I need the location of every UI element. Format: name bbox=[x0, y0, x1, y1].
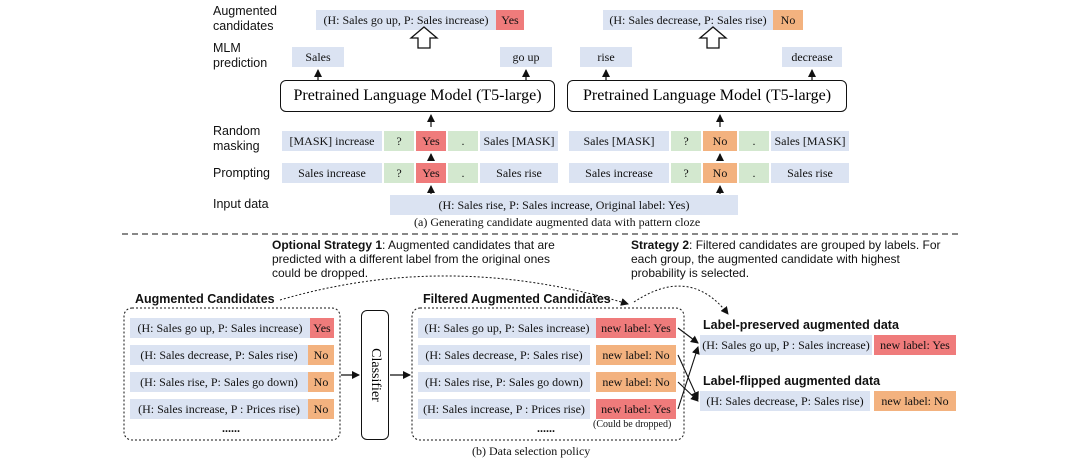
label-flipped-label: new label: No bbox=[874, 391, 956, 411]
augmented-ellipsis: ...... bbox=[222, 421, 240, 435]
panel-b-caption: (b) Data selection policy bbox=[472, 444, 591, 458]
right-mask-dot: . bbox=[739, 131, 769, 151]
row-label-random-masking: Random masking bbox=[213, 124, 261, 153]
left-candidate-label: Yes bbox=[496, 10, 524, 30]
left-mlm-prediction-1: Sales bbox=[292, 47, 344, 67]
optional-strategy-1: Optional Strategy 1: Augmented candidate… bbox=[272, 238, 572, 280]
right-prompt-question: ? bbox=[671, 163, 701, 183]
filtered-label-3: new label: No bbox=[596, 372, 676, 392]
right-pretrained-language-model: Pretrained Language Model (T5-large) bbox=[567, 80, 847, 112]
filtered-candidates-title: Filtered Augmented Candidates bbox=[423, 292, 611, 306]
left-mask-dot: . bbox=[448, 131, 478, 151]
filtered-ellipsis: ...... bbox=[537, 421, 555, 435]
label-preserved-candidate: (H: Sales go up, P : Sales increase) bbox=[700, 335, 872, 355]
could-be-dropped-note: (Could be dropped) bbox=[593, 419, 672, 430]
left-prompt-segment-2: Sales rise bbox=[480, 163, 558, 183]
arrow-no-3-flipped bbox=[677, 381, 699, 402]
strategy-2: Strategy 2: Filtered candidates are grou… bbox=[631, 238, 941, 280]
strategy-1-title: Optional Strategy 1 bbox=[272, 238, 383, 252]
row-label-input-data: Input data bbox=[213, 197, 269, 211]
filtered-label-1: new label: Yes bbox=[596, 318, 676, 338]
strategy-1-text: : Augmented candidates that are predicte… bbox=[272, 238, 555, 280]
filtered-label-2: new label: No bbox=[596, 345, 676, 365]
left-mask-segment-1: [MASK] increase bbox=[282, 131, 382, 151]
augmented-candidates-container bbox=[123, 307, 341, 441]
left-prompt-dot: . bbox=[448, 163, 478, 183]
augmented-candidate-4: (H: Sales increase, P : Prices rise) bbox=[130, 399, 308, 419]
left-hollow-up-arrow bbox=[409, 26, 439, 49]
right-mask-segment-1: Sales [MASK] bbox=[569, 131, 669, 151]
right-candidate-label: No bbox=[773, 10, 803, 30]
left-augmented-candidate: (H: Sales go up, P: Sales increase) bbox=[316, 10, 496, 30]
arrow-yes-1-preserved bbox=[677, 327, 699, 344]
augmented-candidate-1: (H: Sales go up, P: Sales increase) bbox=[130, 318, 310, 338]
right-augmented-candidate: (H: Sales decrease, P: Sales rise) bbox=[603, 10, 773, 30]
filtered-candidates-container bbox=[411, 307, 685, 441]
row-label-prompting: Prompting bbox=[213, 166, 270, 180]
input-data-box: (H: Sales rise, P: Sales increase, Origi… bbox=[390, 195, 738, 215]
panel-a-caption: (a) Generating candidate augmented data … bbox=[414, 215, 701, 229]
right-prompt-segment-1: Sales increase bbox=[569, 163, 669, 183]
filtered-candidate-1: (H: Sales go up, P: Sales increase) bbox=[418, 318, 596, 338]
right-mask-question: ? bbox=[671, 131, 701, 151]
augmented-label-1: Yes bbox=[310, 318, 334, 338]
row-label-augmented-candidates: Augmented candidates bbox=[213, 4, 277, 33]
right-mask-label: No bbox=[703, 131, 737, 151]
filtered-label-4: new label: Yes bbox=[596, 399, 676, 419]
augmented-label-3: No bbox=[308, 372, 334, 392]
right-mask-segment-2: Sales [MASK] bbox=[771, 131, 849, 151]
strategy-1-curve bbox=[279, 275, 629, 306]
classifier-box: Classifier bbox=[361, 310, 389, 440]
row-label-mlm-prediction: MLM prediction bbox=[213, 41, 268, 70]
right-prompt-segment-2: Sales rise bbox=[771, 163, 849, 183]
label-preserved-label: new label: Yes bbox=[874, 335, 956, 355]
left-pretrained-language-model: Pretrained Language Model (T5-large) bbox=[280, 80, 555, 112]
left-prompt-question: ? bbox=[384, 163, 414, 183]
right-mlm-prediction-2: decrease bbox=[782, 47, 842, 67]
left-mask-label: Yes bbox=[416, 131, 446, 151]
arrow-no-2-flipped bbox=[677, 354, 699, 400]
filtered-candidate-4: (H: Sales increase, P : Prices rise) bbox=[418, 399, 590, 419]
strategy-2-text: : Filtered candidates are grouped by lab… bbox=[631, 238, 941, 280]
strategy-2-curve bbox=[633, 285, 729, 315]
label-preserved-title: Label-preserved augmented data bbox=[703, 318, 899, 332]
right-hollow-up-arrow bbox=[698, 26, 728, 49]
filtered-candidate-3: (H: Sales rise, P: Sales go down) bbox=[418, 372, 590, 392]
left-mask-question: ? bbox=[384, 131, 414, 151]
augmented-label-2: No bbox=[308, 345, 334, 365]
right-mlm-prediction-1: rise bbox=[580, 47, 632, 67]
augmented-candidate-3: (H: Sales rise, P: Sales go down) bbox=[130, 372, 308, 392]
augmented-candidate-2: (H: Sales decrease, P: Sales rise) bbox=[130, 345, 308, 365]
label-flipped-candidate: (H: Sales decrease, P: Sales rise) bbox=[700, 391, 870, 411]
right-prompt-dot: . bbox=[739, 163, 769, 183]
left-prompt-segment-1: Sales increase bbox=[282, 163, 382, 183]
augmented-candidates-title: Augmented Candidates bbox=[135, 292, 275, 306]
augmented-label-4: No bbox=[308, 399, 334, 419]
left-mlm-prediction-2: go up bbox=[500, 47, 552, 67]
filtered-candidate-2: (H: Sales decrease, P: Sales rise) bbox=[418, 345, 590, 365]
strategy-2-title: Strategy 2 bbox=[631, 238, 690, 252]
label-flipped-title: Label-flipped augmented data bbox=[703, 374, 881, 388]
right-prompt-label: No bbox=[703, 163, 737, 183]
left-prompt-label: Yes bbox=[416, 163, 446, 183]
left-mask-segment-2: Sales [MASK] bbox=[480, 131, 558, 151]
